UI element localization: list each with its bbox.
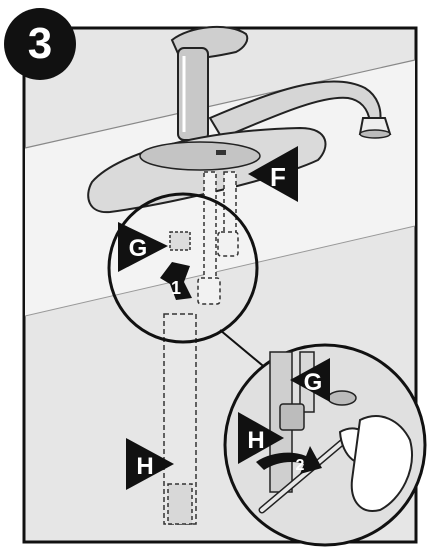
arrow-step-2: 2: [256, 446, 322, 474]
callout-h-inset: H: [238, 412, 284, 464]
callout-label-g-inset: G: [304, 369, 323, 396]
callout-label-g-main: G: [129, 235, 148, 262]
installation-tool: [163, 313, 197, 525]
callout-g-main: G: [118, 222, 168, 272]
arrow-label-2: 2: [296, 457, 305, 474]
callout-label-h-inset: H: [247, 427, 264, 454]
supply-lines: [197, 171, 239, 305]
mounting-nut: [169, 231, 191, 251]
callout-label-f: F: [270, 162, 286, 192]
callout-label-h-main: H: [136, 453, 153, 480]
step-number: 3: [28, 19, 52, 68]
step-badge: 3: [4, 8, 76, 80]
callout-g-inset: G: [290, 358, 330, 402]
faucet-illustration: [87, 25, 392, 214]
callout-f: F: [248, 146, 298, 202]
arrow-step-1: 1: [160, 262, 192, 300]
callout-h-main: H: [126, 438, 174, 490]
arrow-label-1: 1: [171, 278, 181, 298]
